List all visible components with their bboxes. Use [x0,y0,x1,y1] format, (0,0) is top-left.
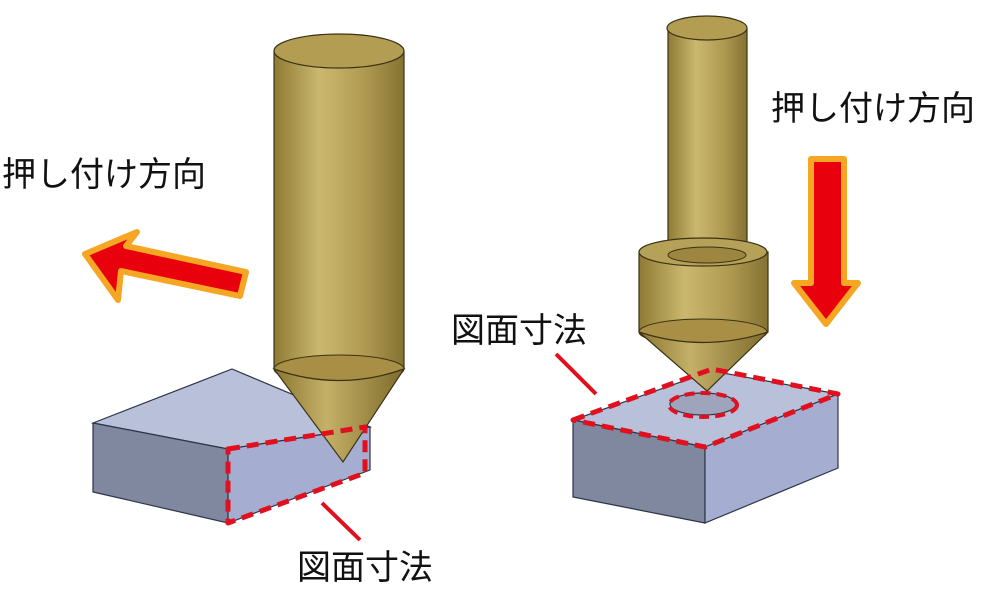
right-leader-line [554,352,598,396]
left-pin [272,33,406,464]
right-pin-shaft [667,27,748,261]
left-pin-shaft [273,50,405,370]
right-hole-outline [667,391,739,419]
right-dimension-label: 図面寸法 [451,311,587,351]
left-dimension-label: 図面寸法 [297,548,433,588]
right-dimension-outline [570,366,841,450]
right-panel: 押し付け方向 図面寸法 [451,15,975,524]
left-direction-label: 押し付け方向 [2,155,206,195]
right-direction-arrow [791,156,861,327]
left-pin-cone [272,367,406,464]
left-direction-arrow [82,229,249,303]
left-pin-top-face [273,33,405,69]
right-pin-top-face [666,15,748,41]
right-direction-label: 押し付け方向 [771,89,975,129]
right-pin [638,15,769,392]
left-panel: 押し付け方向 図面寸法 [2,33,433,588]
right-pin-cone [638,331,769,392]
left-leader-line [320,501,362,542]
